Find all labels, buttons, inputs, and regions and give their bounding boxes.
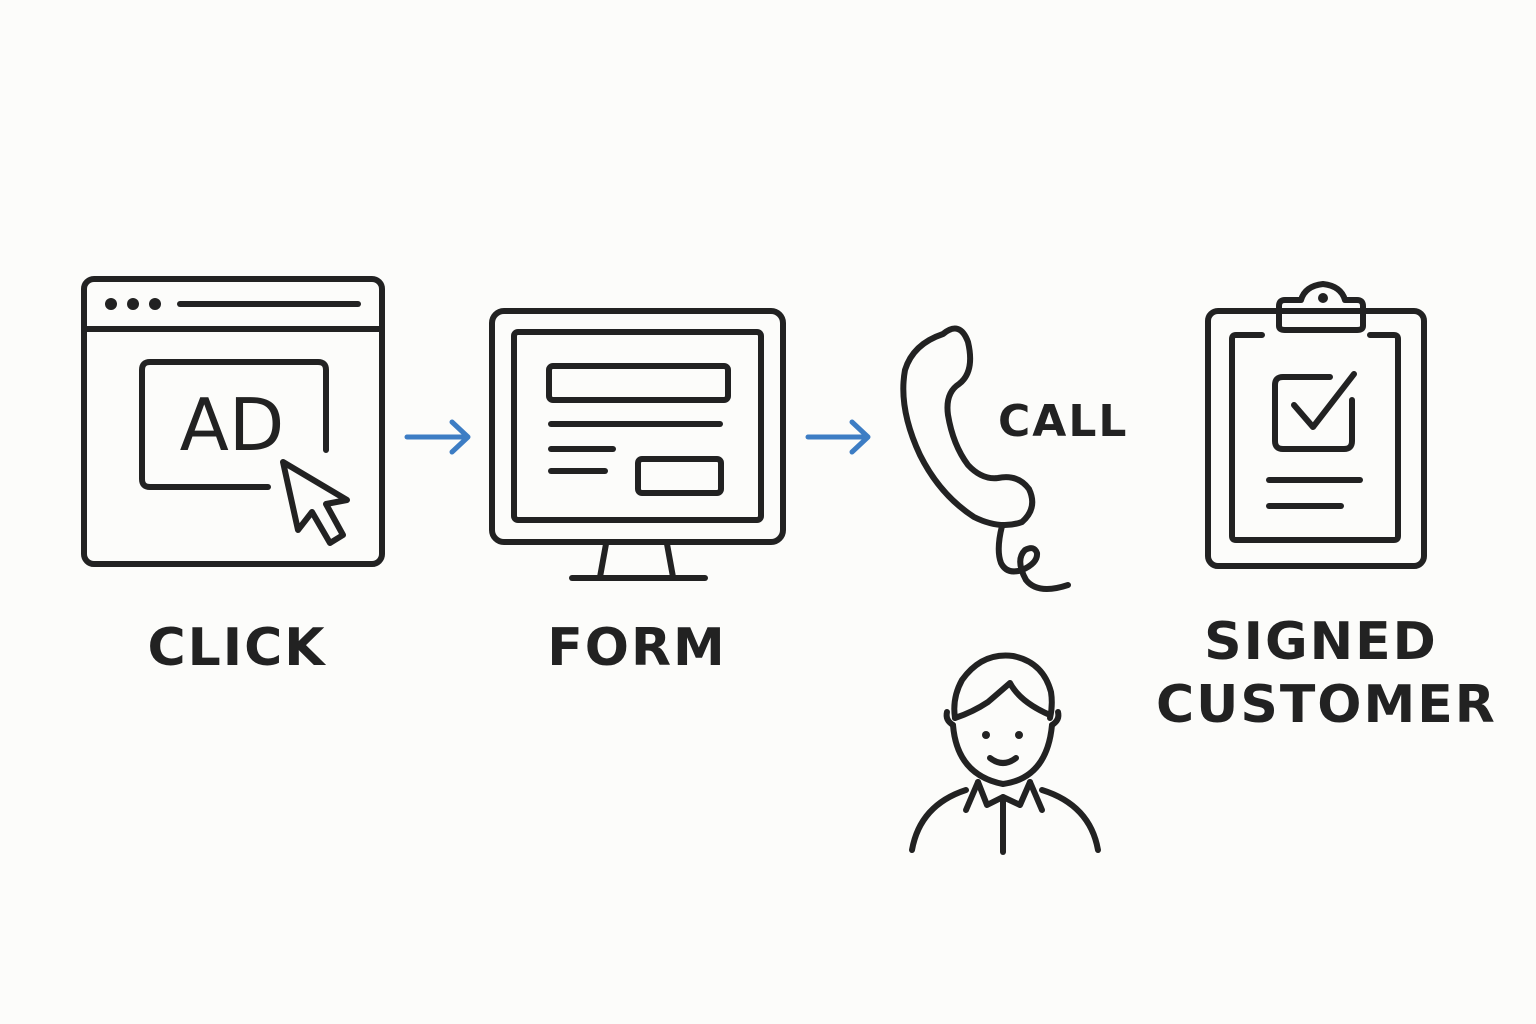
person-icon	[909, 652, 1101, 855]
step-label-form: FORM	[547, 618, 727, 678]
clipboard-check-icon	[1205, 281, 1427, 569]
arrow-icon-2	[805, 419, 871, 455]
arrow-icon-1	[404, 419, 471, 455]
browser-ad-icon: AD	[81, 276, 385, 567]
step-label-customer: CUSTOMER	[1156, 675, 1497, 736]
phone-handset-icon	[900, 325, 1071, 592]
step-label-call: CALL	[998, 396, 1129, 447]
step-label-click: CLICK	[147, 618, 327, 678]
cursor-arrow-icon	[280, 459, 350, 546]
step-label-signed: SIGNED	[1204, 612, 1438, 672]
step-label-signed-customer: SIGNED CUSTOMER	[1156, 612, 1497, 736]
ad-text: AD	[180, 383, 285, 467]
monitor-form-icon	[489, 308, 786, 581]
